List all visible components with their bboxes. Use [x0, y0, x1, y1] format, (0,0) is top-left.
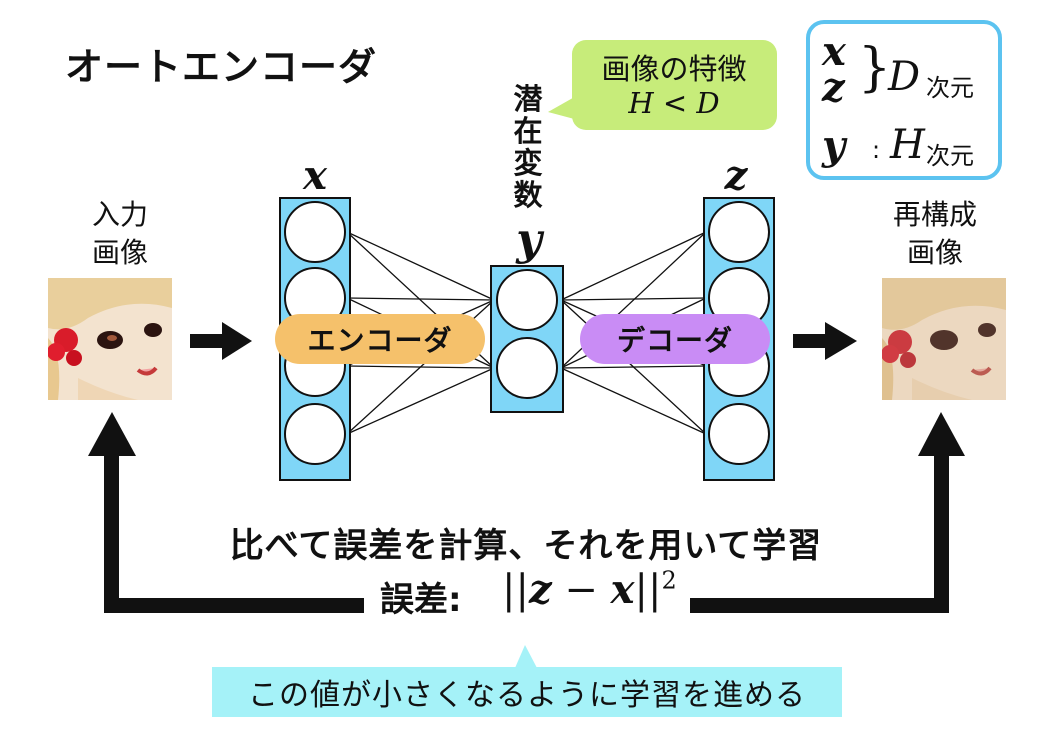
math-z: z	[528, 566, 552, 613]
legend-y: y	[822, 122, 846, 169]
reconstructed-image	[882, 278, 1006, 400]
neuron	[284, 201, 346, 263]
norm-close: ||	[634, 567, 662, 613]
var-y-label: y	[516, 214, 542, 265]
legend-brace: }	[858, 38, 892, 98]
note-callout: この値が小さくなるように学習を進める	[212, 667, 842, 717]
feature-title: 画像の特徴	[601, 52, 747, 86]
neuron	[708, 403, 770, 465]
error-label: 誤差:	[380, 580, 462, 620]
feature-bubble	[548, 40, 777, 130]
feature-bubble-text: 画像の特徴 H < D	[583, 52, 765, 120]
neuron	[496, 269, 558, 331]
latent-char: 数	[513, 178, 543, 212]
label-line: 画像	[91, 236, 148, 269]
legend-x: x	[822, 28, 846, 75]
dimension-legend: x z } D 次元 y : H 次元	[806, 20, 1002, 180]
neuron	[496, 337, 558, 399]
latent-char: 在	[513, 114, 543, 148]
latent-char: 変	[513, 146, 543, 180]
var-z-label: z	[724, 152, 748, 199]
latent-char: 潜	[513, 82, 543, 116]
math-x: x	[610, 566, 635, 613]
page-title: オートエンコーダ	[65, 45, 378, 89]
neuron	[284, 403, 346, 465]
error-formula: ||z − x||2	[502, 566, 677, 613]
flow-arrows	[190, 322, 857, 360]
latent-variable-label: 潜 在 変 数	[502, 83, 554, 211]
math-D: D	[696, 86, 720, 120]
input-image-label: 入力 画像	[70, 196, 170, 272]
input-image	[48, 278, 172, 400]
decoder-label: デコーダ	[580, 314, 770, 364]
math-minus: −	[551, 567, 611, 613]
legend-H: H	[890, 122, 925, 168]
reconstructed-image-label: 再構成 画像	[880, 196, 990, 272]
legend-D-unit: 次元	[926, 74, 974, 102]
note-pointer	[515, 645, 537, 668]
legend-D: D	[888, 54, 921, 100]
neuron	[708, 201, 770, 263]
label-line: 画像	[906, 236, 963, 269]
legend-colon: :	[872, 136, 881, 164]
legend-H-unit: 次元	[926, 142, 974, 170]
norm-open: ||	[502, 567, 529, 613]
legend-z: z	[822, 64, 845, 111]
var-x-label: x	[303, 152, 327, 199]
feedback-arrows	[88, 412, 965, 613]
latent-layer-y	[490, 265, 564, 413]
label-line: 入力	[91, 198, 148, 231]
feature-inequality: H < D	[583, 86, 765, 120]
label-line: 再構成	[892, 198, 977, 231]
math-exponent: 2	[661, 566, 677, 595]
training-description: 比べて誤差を計算、それを用いて学習	[229, 526, 823, 566]
math-H: H	[628, 86, 654, 120]
encoder-label: エンコーダ	[275, 314, 485, 364]
math-lt: <	[653, 86, 697, 120]
